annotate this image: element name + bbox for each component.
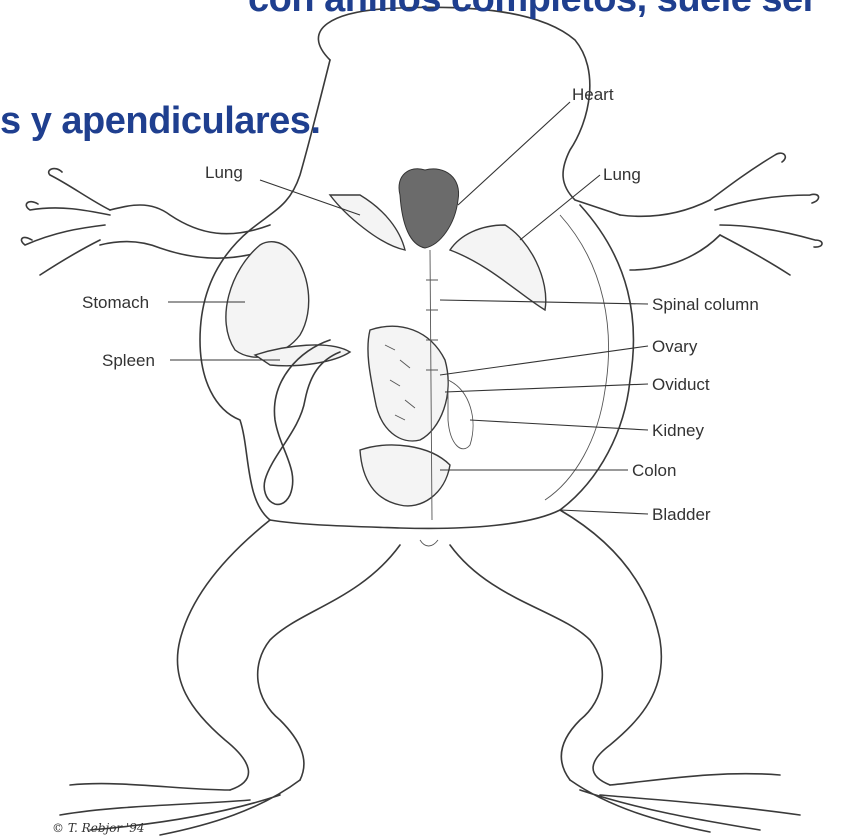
label-heart: Heart bbox=[572, 85, 614, 104]
label-lung-left: Lung bbox=[205, 163, 243, 182]
frog-left-hand bbox=[21, 169, 110, 275]
label-ovary: Ovary bbox=[652, 337, 698, 356]
frog-right-leg bbox=[450, 510, 661, 785]
left-lung bbox=[330, 195, 405, 250]
label-lung-right: Lung bbox=[603, 165, 641, 184]
heading-line-2: s y apendiculares. bbox=[0, 100, 321, 143]
label-colon: Colon bbox=[632, 461, 676, 480]
heading-line-1: con anillos completos, suele ser bbox=[248, 0, 817, 21]
frog-right-arm bbox=[620, 200, 720, 270]
label-stomach: Stomach bbox=[82, 293, 149, 312]
label-bladder: Bladder bbox=[652, 505, 711, 524]
label-kidney: Kidney bbox=[652, 421, 704, 440]
ovary bbox=[368, 326, 448, 441]
kidney bbox=[448, 380, 473, 449]
frog-right-hand bbox=[710, 153, 822, 275]
frog-head-outline bbox=[318, 7, 620, 215]
frog-body-right-outline bbox=[270, 205, 633, 528]
frog-left-leg bbox=[177, 520, 400, 790]
stomach bbox=[226, 242, 309, 358]
heart bbox=[399, 169, 459, 248]
label-oviduct: Oviduct bbox=[652, 375, 710, 394]
frog-left-arm bbox=[100, 205, 280, 258]
label-spinal-column: Spinal column bbox=[652, 295, 759, 314]
artist-signature: © T. Rebjor '94 bbox=[52, 821, 145, 835]
label-spleen: Spleen bbox=[102, 351, 155, 370]
colon bbox=[360, 445, 450, 506]
right-lung bbox=[450, 225, 546, 310]
